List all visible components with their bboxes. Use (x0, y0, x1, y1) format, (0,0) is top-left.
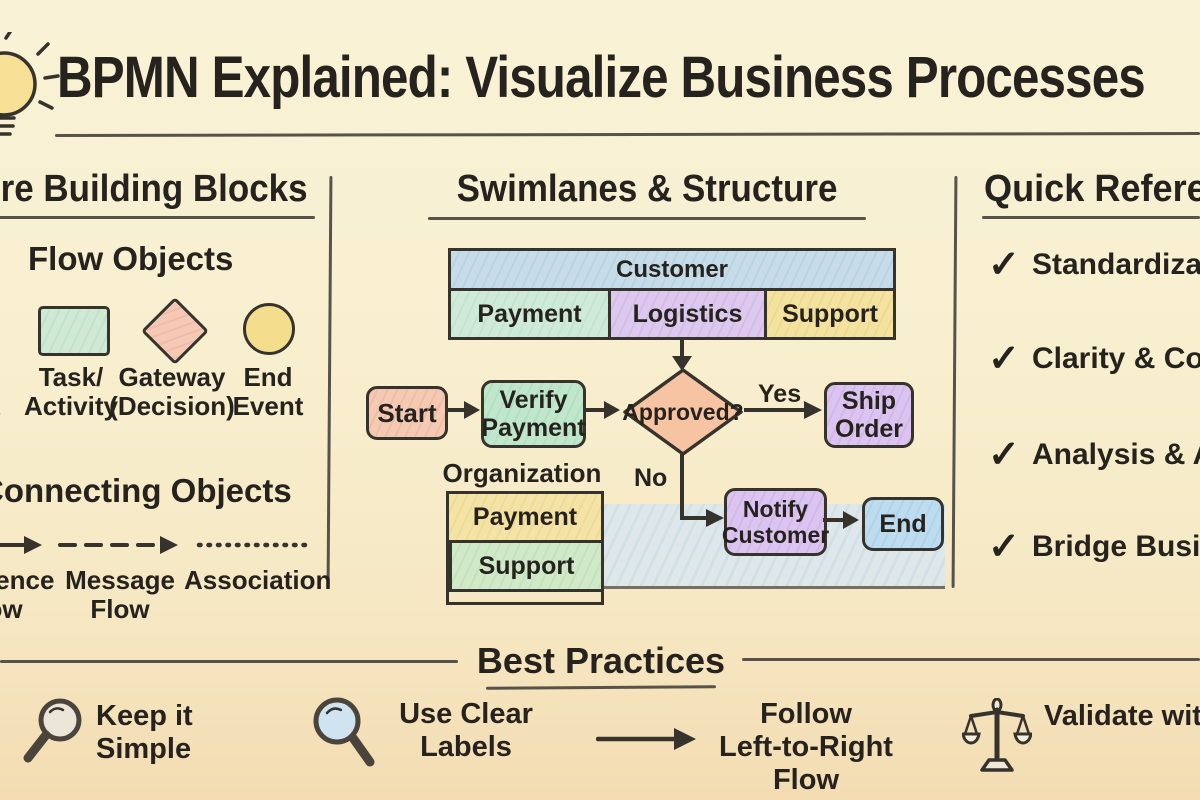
right-panel-heading: Quick Reference (984, 168, 1200, 210)
flow-node-end-label: End (879, 509, 927, 538)
column-divider-right (951, 175, 958, 589)
bottom-divider-right (742, 658, 1200, 661)
start-event-label-offscreen: Start Event (0, 363, 30, 422)
arrow-start-verify (444, 401, 480, 419)
flow-node-verify-payment: Verify Payment (481, 380, 586, 448)
center-panel-heading: Swimlanes & Structure (456, 168, 838, 210)
bottom-divider-left (0, 660, 458, 663)
customer-pool: Customer Payment Logistics Support (448, 248, 896, 340)
message-flow-arrow (58, 536, 178, 554)
scales-icon (962, 698, 1032, 772)
arrow-verify-approved (582, 401, 620, 419)
check-icon: ✓ (988, 338, 1020, 380)
left-heading-underline (0, 216, 315, 219)
quick-ref-item-clarity: Clarity & Communication (1032, 342, 1200, 375)
lane-logistics-label: Logistics (632, 299, 743, 328)
arrow-right-icon (596, 728, 696, 750)
sequence-flow-arrow (0, 536, 42, 554)
quick-ref-item-bridge: Bridge Business & IT (1032, 530, 1200, 563)
association-label: Association (184, 565, 332, 595)
lane-support-label: Support (782, 299, 878, 328)
customer-pool-header: Customer (451, 251, 893, 291)
lane-support: Support (764, 291, 893, 337)
best-practice-keep-it-simple: Keep it Simple (96, 700, 193, 765)
message-flow-label: Message Flow (65, 565, 175, 625)
quick-ref-item-standardization: Standardization (ISO,19510) (1032, 248, 1200, 281)
flow-node-verify-label: Verify Payment (481, 385, 586, 442)
edge-label-yes: Yes (758, 380, 802, 408)
org-lane-payment-label: Payment (472, 502, 578, 531)
org-lane-support: Support (449, 543, 601, 592)
quick-ref-item-analysis: Analysis & Automation (1032, 438, 1200, 471)
lane-logistics: Logistics (608, 291, 764, 337)
flow-objects-heading: Flow Objects (28, 240, 234, 277)
org-lane-payment: Payment (449, 494, 601, 543)
right-heading-underline (982, 216, 1200, 219)
flow-node-end: End (862, 497, 944, 551)
task-activity-label: Task/ Activity (24, 362, 118, 422)
task-activity-shape (38, 306, 110, 356)
org-pool-footer (449, 592, 601, 602)
lane-payment: Payment (451, 291, 608, 337)
bottom-panel-heading: Best Practices (476, 640, 726, 681)
magnifier-icon (23, 698, 82, 763)
column-divider-left (326, 175, 333, 589)
check-icon: ✓ (988, 526, 1020, 568)
end-event-shape (243, 303, 295, 355)
end-event-label: End Event (232, 362, 304, 422)
flow-node-notify-customer: Notify Customer (721, 488, 830, 556)
center-heading-underline (428, 217, 866, 220)
flow-node-notify-label: Notify Customer (721, 496, 830, 548)
check-icon: ✓ (988, 434, 1020, 476)
magnifier-icon (313, 697, 375, 767)
lightbulb-icon (0, 32, 60, 136)
check-icon: ✓ (988, 244, 1020, 286)
connecting-objects-heading: Connecting Objects (0, 472, 292, 509)
no-path-connector (680, 454, 724, 527)
flow-node-ship-order: Ship Order (824, 382, 914, 448)
association-line (196, 542, 308, 548)
arrow-approved-ship (744, 401, 822, 419)
organization-pool-title: Organization (442, 458, 602, 488)
best-practice-left-to-right: Follow Left-to-Right Flow (719, 698, 893, 796)
organization-pool: Payment Support (446, 491, 604, 605)
flow-node-approved-label: Approved? (622, 399, 744, 425)
customer-pool-title: Customer (615, 255, 729, 283)
bottom-heading-underline (485, 685, 717, 690)
gateway-shape (141, 297, 209, 365)
sequence-flow-label: Sequence Flow (0, 565, 55, 625)
best-practice-validate-stakeholders: Validate with Stakeholders (1044, 700, 1200, 732)
arrow-notify-end (823, 511, 859, 529)
edge-label-no: No (634, 464, 668, 492)
best-practice-use-clear-labels: Use Clear Labels (399, 698, 533, 763)
page-title: BPMN Explained: Visualize Business Proce… (57, 45, 1146, 110)
title-underline (54, 132, 1200, 137)
gateway-label: Gateway (Decision) (109, 362, 235, 422)
left-panel-heading: Core Building Blocks (0, 168, 308, 210)
flow-node-start: Start (366, 386, 448, 440)
org-lane-support-label: Support (478, 551, 575, 580)
flow-node-start-label: Start (377, 397, 437, 428)
flow-node-ship-label: Ship Order (834, 386, 904, 443)
lane-payment-label: Payment (477, 299, 582, 328)
